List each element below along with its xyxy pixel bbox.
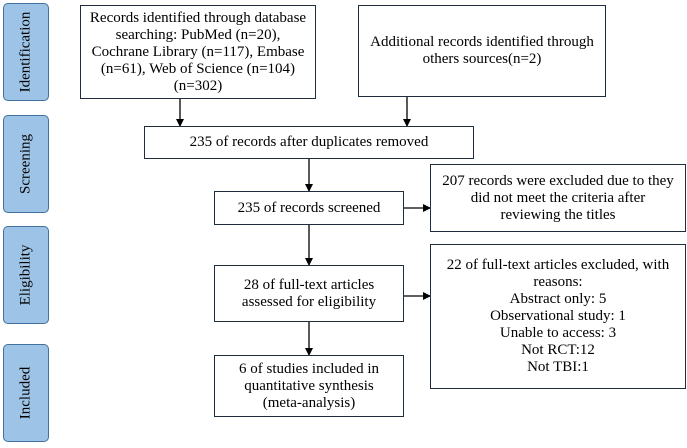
additional-records-box: Additional records identified through ot… (358, 5, 606, 97)
studies-included-box: 6 of studies included in quantitative sy… (214, 355, 404, 417)
excluded-titles-box: 207 records were excluded due to they di… (430, 164, 686, 232)
after-duplicates-box: 235 of records after duplicates removed (144, 126, 474, 159)
records-screened-box: 235 of records screened (214, 191, 404, 225)
full-text-assessed-box: 28 of full-text articles assessed for el… (214, 265, 404, 322)
full-text-excluded-box: 22 of full-text articles excluded, with … (430, 244, 686, 389)
stage-eligibility: Eligibility (3, 226, 49, 324)
stage-screening: Screening (3, 115, 49, 213)
records-identified-box: Records identified through database sear… (80, 5, 316, 99)
stage-identification: Identification (3, 3, 49, 101)
stage-included: Included (3, 344, 49, 442)
